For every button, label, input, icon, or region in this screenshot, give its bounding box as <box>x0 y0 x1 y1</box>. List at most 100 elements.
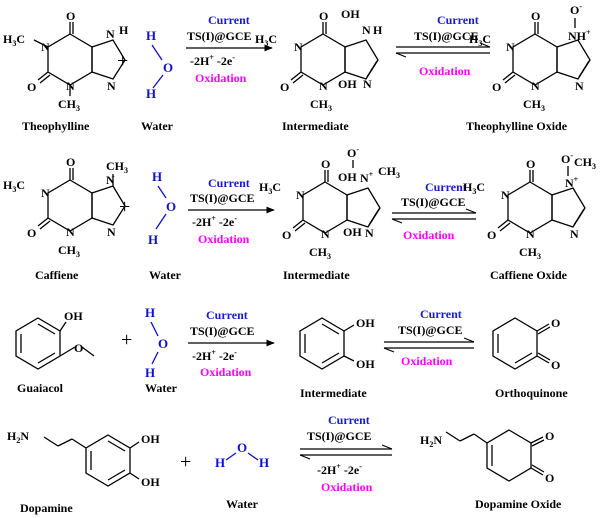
water-molecule: H O H <box>148 169 176 247</box>
oxygen-label: O <box>492 80 501 94</box>
oxygen-label: O <box>237 440 247 455</box>
oxygen-label: O <box>526 157 535 171</box>
catechol-intermediate-molecule: OH OH <box>299 316 375 371</box>
oxygen-label: O <box>66 9 75 23</box>
name-intermediate: Intermediate <box>283 268 350 282</box>
name-guaiacol: Guaiacol <box>17 381 64 395</box>
theophylline-oxide-molecule: O O H3C N N CH3 NH+ O- N <box>469 2 591 113</box>
condition-current: Current <box>208 13 250 27</box>
plus-sign: + <box>180 451 191 473</box>
condition-current: Current <box>420 307 462 321</box>
nitrogen-label: N <box>575 79 584 93</box>
hydroxyl-label: OH <box>356 357 375 371</box>
row-caffeine: O O H3C N N CH3 N CH3 N + H O H Current … <box>3 145 596 282</box>
hydrogen-label: H <box>119 23 129 37</box>
orthoquinone-molecule: O O <box>492 316 560 372</box>
nitrogen-label: N <box>106 27 115 41</box>
intermediate-molecule: O O H3C N N CH3 O- OH N+ CH3 OH N <box>259 145 400 261</box>
hydroxyl-label: OH <box>343 225 362 239</box>
nitrogen-label: N <box>319 79 328 93</box>
hydrogen-label: H <box>373 23 383 37</box>
name-water: Water <box>141 119 174 133</box>
condition-electrode: TS(I)@GCE <box>414 29 479 43</box>
condition-current: Current <box>437 13 479 27</box>
condition-electrode: TS(I)@GCE <box>187 29 252 43</box>
nitrogen-label: N <box>321 227 330 241</box>
name-theophylline-oxide: Theophylline Oxide <box>466 119 568 133</box>
row-theophylline: O O H3C N N CH3 N H N + H O H Current TS… <box>3 2 591 133</box>
oxygen-label: O <box>282 228 291 242</box>
name-water: Water <box>145 381 178 395</box>
condition-current: Current <box>328 413 370 427</box>
name-intermediate: Intermediate <box>282 119 349 133</box>
oxygen-label: O <box>531 9 540 23</box>
oxygen-label: O <box>551 358 560 372</box>
nitrogen-label: N <box>296 188 305 202</box>
nitrogen-label: N <box>106 173 115 187</box>
name-water: Water <box>226 497 259 511</box>
theophylline-pyrimidine-ring <box>47 33 93 86</box>
methyl-label: CH3 <box>378 164 400 180</box>
oxygen-label: O <box>319 9 328 23</box>
caffeine-molecule: O O H3C N N CH3 N CH3 N <box>3 155 128 259</box>
condition-electrode: TS(I)@GCE <box>401 195 466 209</box>
row-guaiacol: OH O + H O H Current TS(I)@GCE -2H+ -2e-… <box>15 305 568 400</box>
hydroxyl-label: OH <box>141 432 160 446</box>
hydrogen-label: H <box>146 28 156 43</box>
theophylline-molecule: O O H3C N N CH3 N H N <box>3 9 129 113</box>
nitrogen-label: N <box>506 40 515 54</box>
name-water: Water <box>149 268 182 282</box>
nitrogen-label: N <box>363 77 372 91</box>
oxygen-label: O <box>321 157 330 171</box>
name-dopamine-oxide: Dopamine Oxide <box>475 497 562 511</box>
nitrogen-label: N <box>66 79 75 93</box>
caffeine-oxide-molecule: O O H3C N N CH3 O- N+ CH3 N <box>463 151 596 261</box>
condition-current: Current <box>208 176 250 190</box>
methyl-label: H3C <box>3 178 25 194</box>
reaction-arrow: Current TS(I)@GCE -2H+ -2e- Oxidation <box>188 176 275 246</box>
condition-oxidation: Oxidation <box>403 228 455 242</box>
hydrogen-label: H <box>145 305 155 320</box>
equilibrium-arrow: Current TS(I)@GCE -2H+ -2e- Oxidation <box>299 413 393 494</box>
ammonium-label: NH+ <box>568 28 591 43</box>
methyl-label: CH3 <box>106 159 128 175</box>
dopamine-molecule: H2N OH OH <box>7 429 160 489</box>
condition-oxidation: Oxidation <box>401 354 453 368</box>
guaiacol-molecule: OH O <box>15 309 95 370</box>
condition-byproducts: -2H+ -2e- <box>192 214 237 229</box>
hydroxyl-label: OH <box>141 475 160 489</box>
methyl-label: CH3 <box>574 155 596 171</box>
hydrogen-label: H <box>152 169 162 184</box>
condition-oxidation: Oxidation <box>195 71 247 85</box>
nitrogen-label: N <box>294 40 303 54</box>
nitrogen-label: N <box>362 23 371 37</box>
oxide-label: O- <box>570 2 582 17</box>
nitrogen-cation-label: N+ <box>565 175 579 190</box>
condition-electrode: TS(I)@GCE <box>398 323 463 337</box>
reaction-arrow: Current TS(I)@GCE -2H+ -2e- Oxidation <box>186 13 273 85</box>
nitrogen-label: N <box>107 79 116 93</box>
plus-sign: + <box>121 329 132 351</box>
nitrogen-label: N <box>41 40 50 54</box>
nitrogen-label: N <box>570 227 579 241</box>
condition-oxidation: Oxidation <box>419 64 471 78</box>
reaction-arrow: Current TS(I)@GCE -2H+ -2e- Oxidation <box>188 308 275 379</box>
oxygen-label: O <box>487 228 496 242</box>
hydroxyl-label: OH <box>338 170 357 184</box>
hydroxyl-label: OH <box>338 77 357 91</box>
nitrogen-label: N <box>41 186 50 200</box>
nitrogen-label: N <box>66 225 75 239</box>
oxygen-label: O <box>280 80 289 94</box>
condition-current: Current <box>206 308 248 322</box>
condition-electrode: TS(I)@GCE <box>307 429 372 443</box>
oxide-label: O- <box>347 145 359 160</box>
nitrogen-cation-label: N+ <box>360 170 374 185</box>
oxygen-label: O <box>163 60 173 75</box>
hydroxyl-label: OH <box>356 316 375 330</box>
nitrogen-label: N <box>501 188 510 202</box>
name-dopamine: Dopamine <box>20 501 73 515</box>
name-theophylline: Theophylline <box>22 119 90 133</box>
methyl-label: CH3 <box>58 243 80 259</box>
methyl-label: CH3 <box>310 97 332 113</box>
